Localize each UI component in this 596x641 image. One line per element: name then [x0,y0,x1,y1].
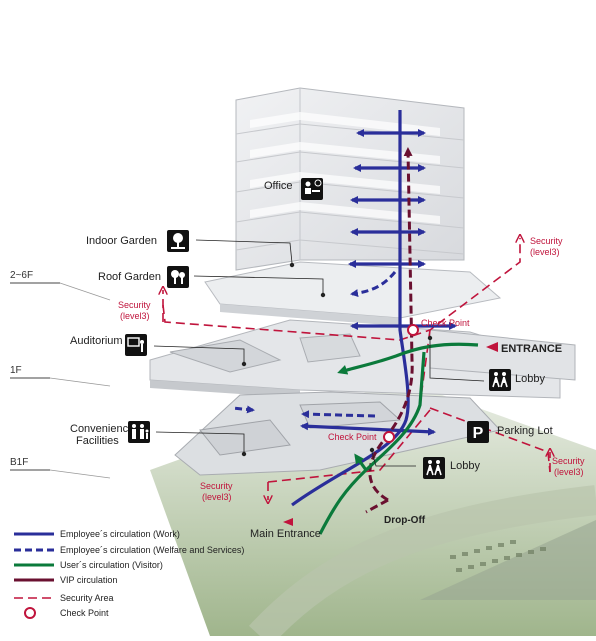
legend-label-user: User´s circulation (Visitor) [60,560,163,570]
lobby-upper-label: Lobby [515,373,545,385]
security-bottom-left-line1: Security [200,481,233,491]
security-top-right-line1: Security [530,236,563,246]
family-icon [128,421,150,443]
parking-label: Parking Lot [497,425,553,437]
security-top-right-line2: (level3) [530,247,560,257]
legend-label-employee-work: Employee´s circulation (Work) [60,529,180,539]
legend-label-checkpoint: Check Point [60,608,109,618]
people-icon [489,369,511,391]
lobby-lower-label: Lobby [450,460,480,472]
office-label: Office [264,180,293,192]
parking-icon: P [467,421,489,443]
people-icon [423,457,445,479]
tree-icon [167,266,189,288]
parking-symbol: P [473,425,484,442]
checkpoint-upper-marker [408,325,418,335]
legend-label-employee-welfare: Employee´s circulation (Welfare and Serv… [60,545,244,555]
convenience-label-line2: Facilities [76,435,119,447]
checkpoint-lower-marker [384,432,394,442]
convenience-label-line1: Convenience [70,423,134,435]
checkpoint-upper-label: Check Point [421,318,470,328]
security-bottom-left-line2: (level3) [202,492,232,502]
security-bottom-right-line1: Security [552,456,585,466]
legend-label-vip: VIP circulation [60,575,117,585]
floor-label-basement: B1F [10,457,28,468]
office-desk-icon [301,178,323,200]
floor-label-ground: 1F [10,365,22,376]
garden-icon [167,230,189,252]
security-left-line2: (level3) [120,311,150,321]
presentation-icon [125,334,147,356]
security-left-line1: Security [118,300,151,310]
legend-swatch-checkpoint [25,608,35,618]
indoor-garden-label: Indoor Garden [86,235,157,247]
checkpoint-lower-label: Check Point [328,432,377,442]
roof-garden-label: Roof Garden [98,271,161,283]
auditorium-label: Auditorium [70,335,123,347]
security-bottom-right-line2: (level3) [554,467,584,477]
floor-label-upper: 2~6F [10,270,33,281]
legend-label-security: Security Area [60,593,114,603]
drop-off-label: Drop-Off [384,515,426,526]
main-entrance-label: Main Entrance [250,528,321,540]
entrance-label: ENTRANCE [501,343,562,355]
